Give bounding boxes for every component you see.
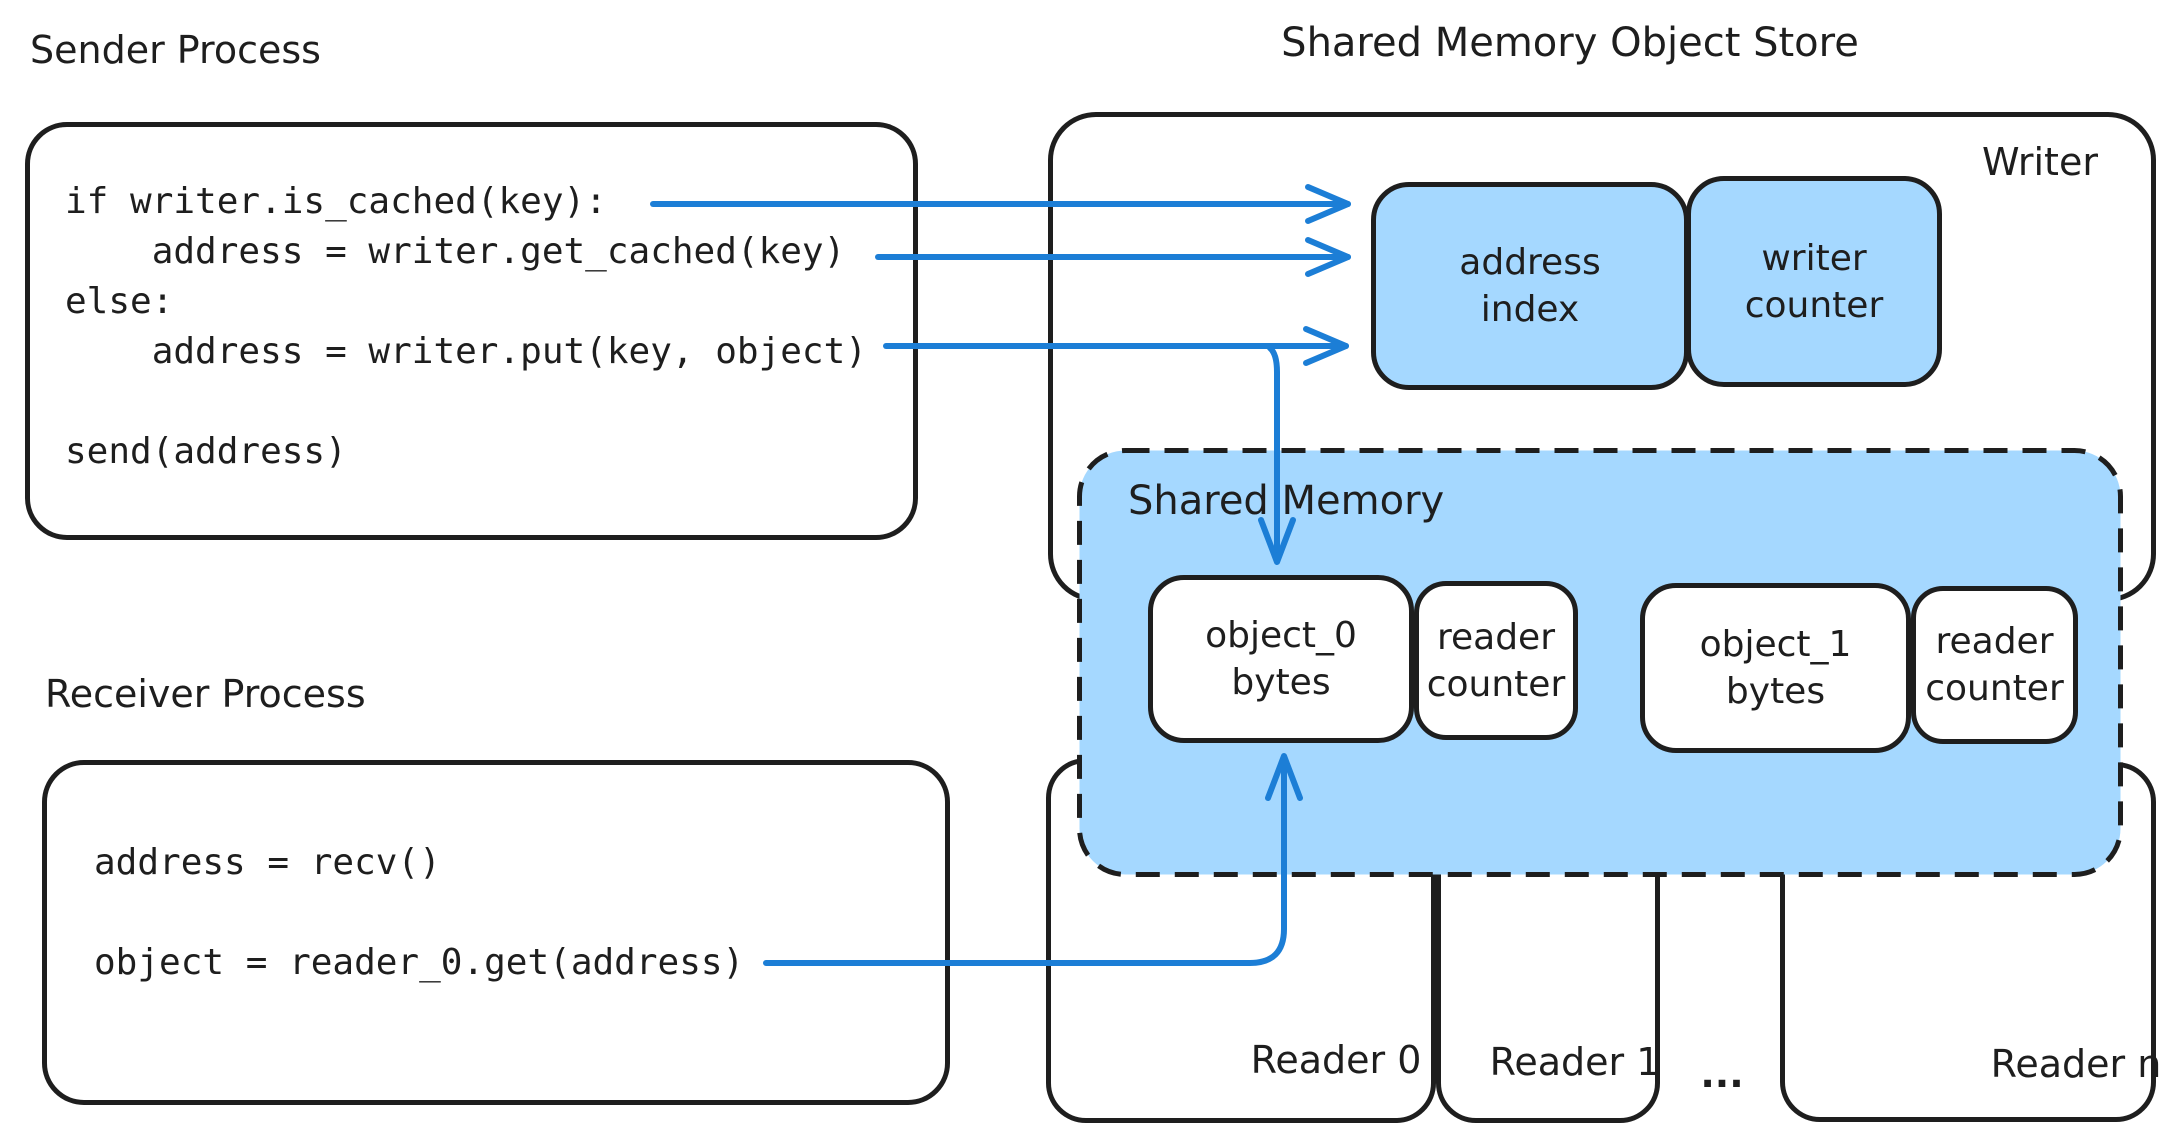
writer-counter-box: writer counter [1686, 176, 1942, 387]
receiver-code: address = recv() object = reader_0.get(a… [94, 842, 745, 983]
reader-counter-1-label: reader counter [1925, 621, 2064, 709]
reader-counter-0-box: reader counter [1414, 581, 1578, 740]
receiver-process-title: Receiver Process [45, 672, 366, 716]
readers-ellipsis: ... [1700, 1052, 1744, 1096]
sender-process-title: Sender Process [30, 28, 321, 72]
object-1-box: object_1 bytes [1640, 583, 1911, 753]
reader-0-label: Reader 0 [1250, 1038, 1422, 1082]
store-title: Shared Memory Object Store [1281, 20, 1859, 66]
address-index-box: address index [1371, 182, 1689, 390]
address-index-label: address index [1459, 242, 1601, 330]
sender-code: if writer.is_cached(key): address = writ… [65, 181, 867, 472]
reader-n-label: Reader n [1990, 1042, 2162, 1086]
shared-memory-label: Shared Memory [1128, 478, 1445, 524]
object-0-label: object_0 bytes [1205, 615, 1357, 703]
writer-counter-label: writer counter [1744, 237, 1884, 326]
object-0-box: object_0 bytes [1148, 575, 1414, 743]
reader-1-label: Reader 1 [1489, 1040, 1661, 1084]
reader-counter-0-label: reader counter [1426, 616, 1566, 705]
reader-counter-1-box: reader counter [1911, 586, 2078, 744]
sender-process-box [25, 122, 918, 540]
object-1-label: object_1 bytes [1699, 624, 1852, 712]
writer-label: Writer [1982, 140, 2098, 184]
